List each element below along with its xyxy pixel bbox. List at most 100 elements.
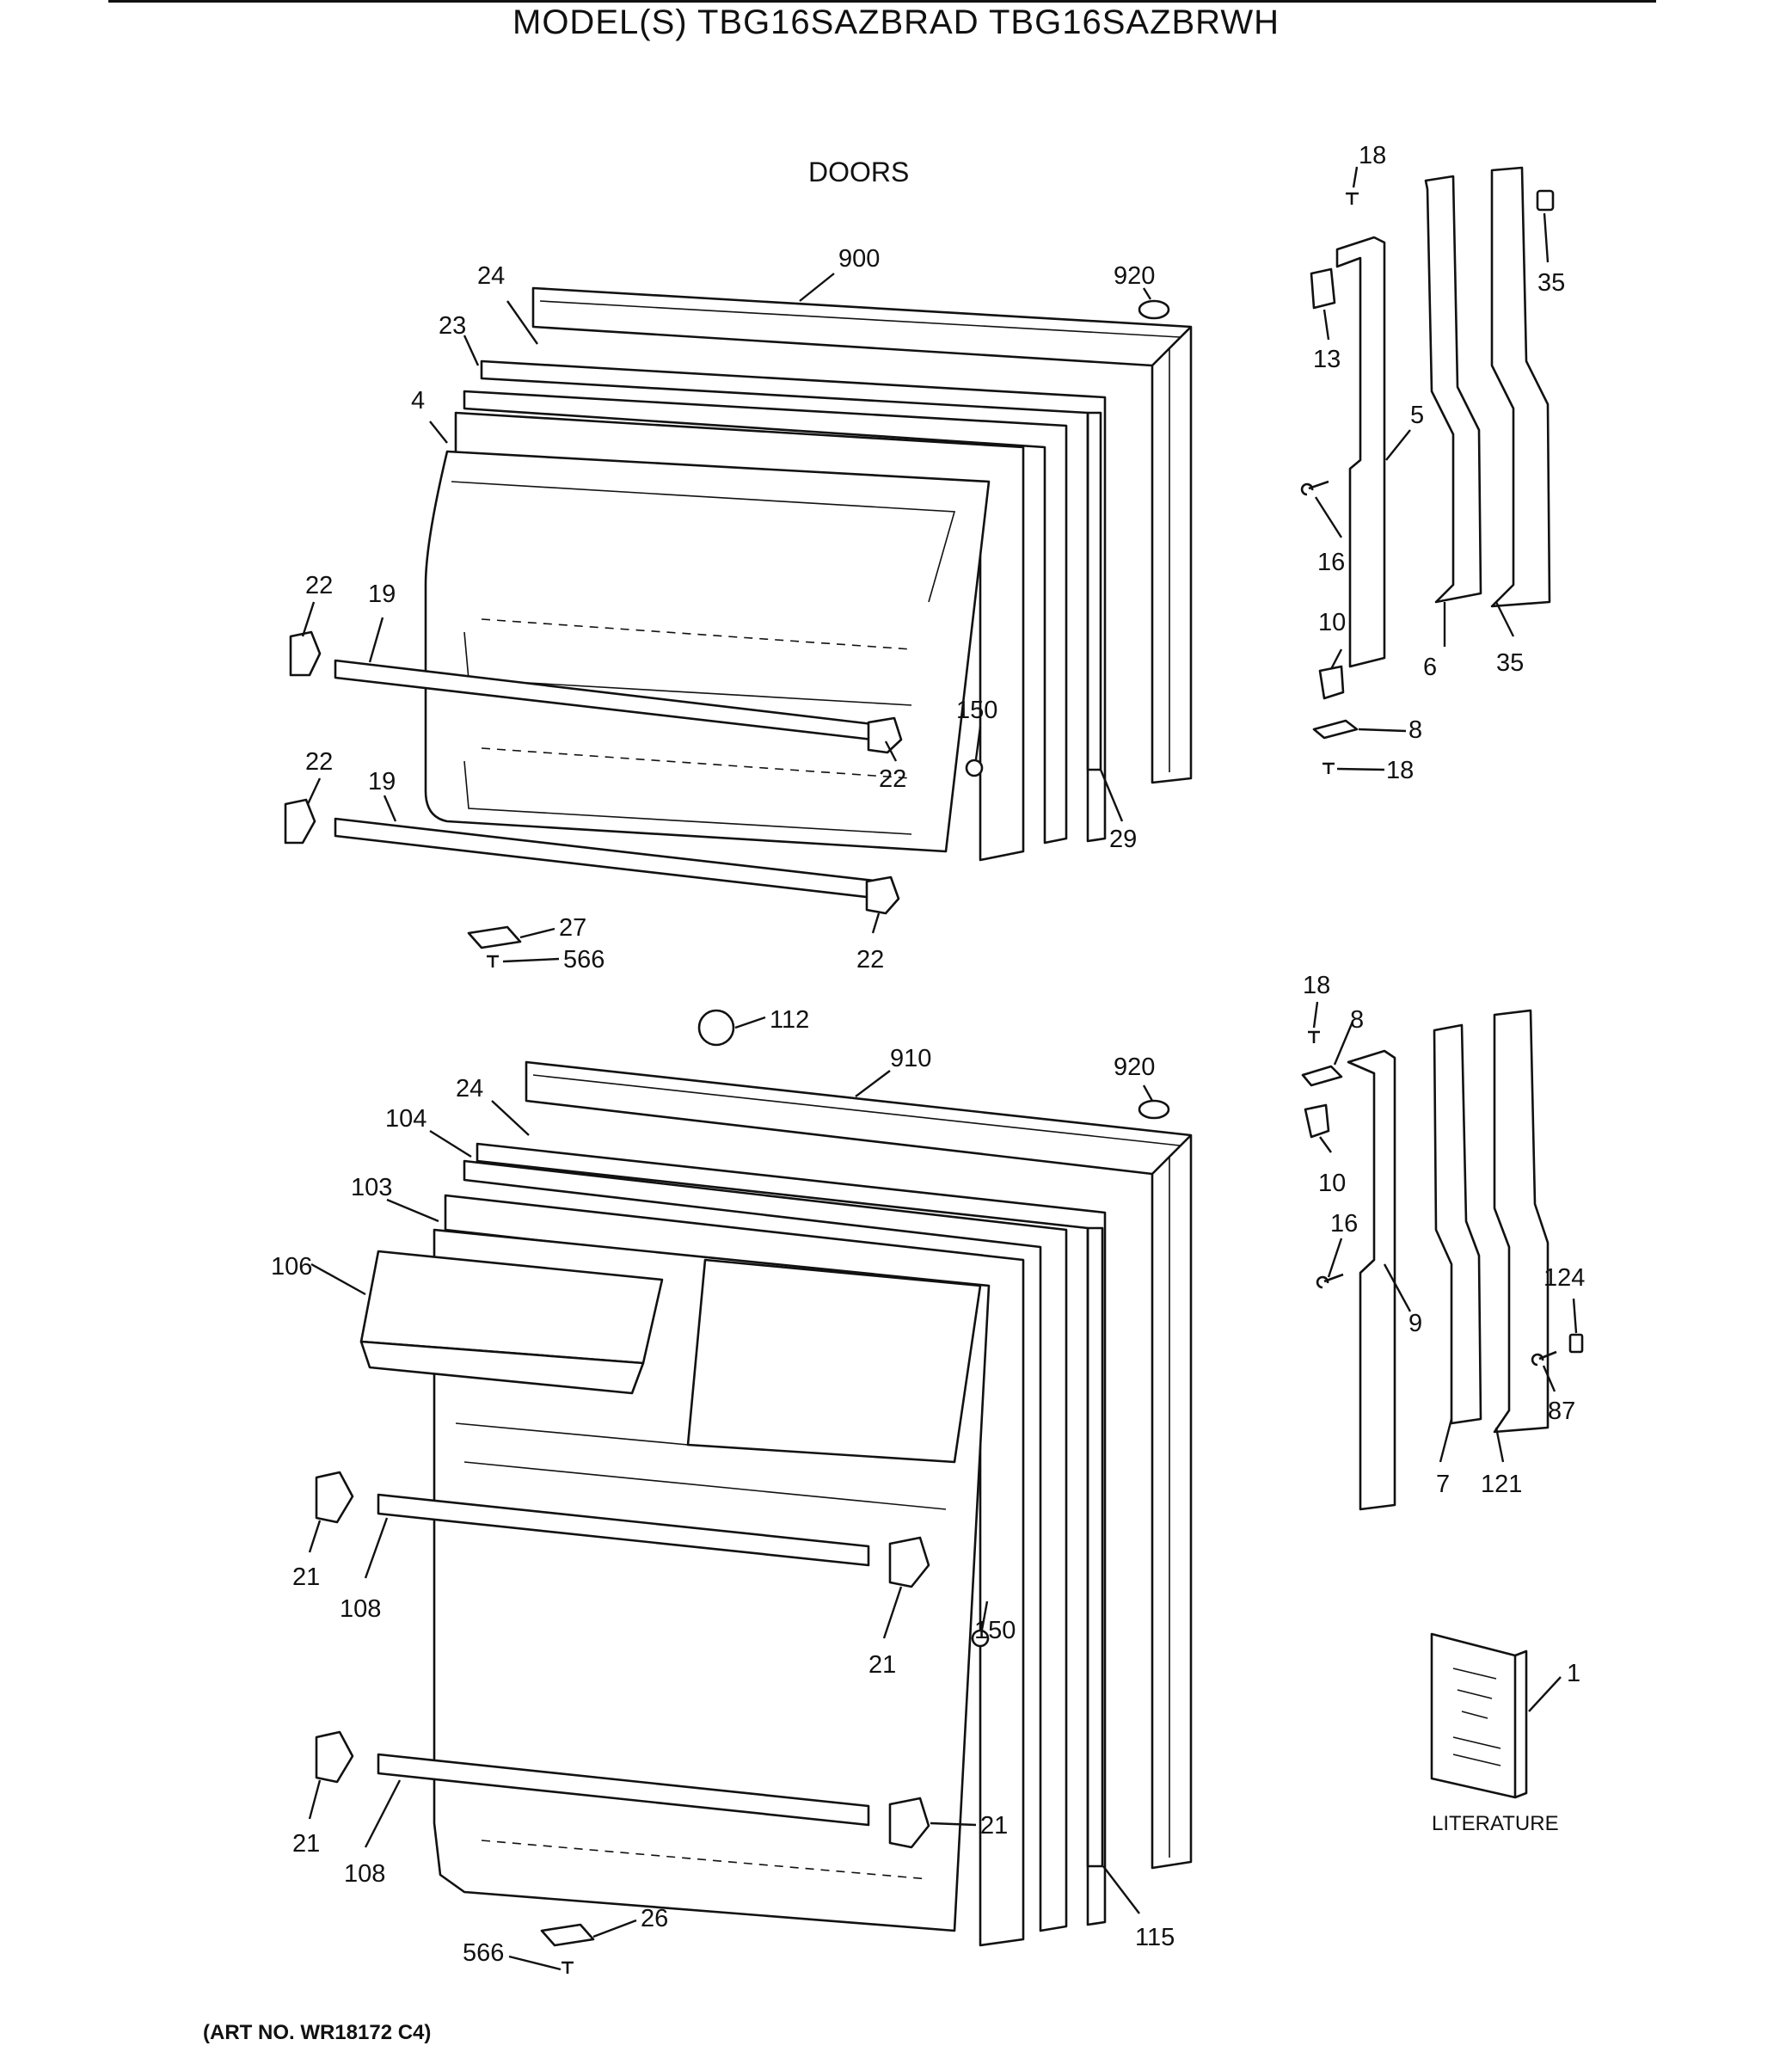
part-108-shelf-bar-upper (377, 1493, 870, 1567)
part-87-screw (1531, 1350, 1557, 1367)
callout-27: 27 (559, 914, 586, 942)
part-21-bracket-upper-right (888, 1536, 930, 1588)
part-108-shelf-bar-lower (377, 1753, 870, 1827)
part-9-handle-trim (1347, 1049, 1396, 1511)
callout-22: 22 (305, 748, 333, 776)
callout-121: 121 (1481, 1471, 1522, 1498)
callout-22: 22 (879, 765, 906, 793)
part-104-liner-frame (463, 1159, 1068, 1932)
callout-leaders (301, 166, 1578, 1971)
art-number: (ART NO. WR18172 C4) (203, 2021, 432, 2044)
callout-104: 104 (385, 1105, 427, 1133)
callout-16: 16 (1317, 549, 1345, 576)
title-rule (108, 0, 1656, 3)
callout-900: 900 (838, 245, 880, 273)
part-103-inner-liner (444, 1194, 1025, 1947)
callout-19: 19 (368, 580, 396, 608)
part-5-handle-trim (1335, 236, 1386, 668)
part-22-bracket-upper-right (867, 716, 903, 754)
part-566-screw-upper (487, 955, 499, 968)
callout-910: 910 (890, 1045, 931, 1072)
callout-150: 150 (974, 1617, 1016, 1644)
part-16-screw-lower (1316, 1273, 1344, 1289)
callout-8: 8 (1350, 1006, 1364, 1034)
callout-566: 566 (563, 946, 604, 974)
callout-18: 18 (1386, 757, 1414, 784)
part-112-knob (697, 1009, 735, 1047)
callout-21: 21 (292, 1563, 320, 1591)
part-8-hinge-bracket-upper (1312, 719, 1359, 740)
freezer-door-assembly (284, 286, 1193, 968)
part-10-clip-lower (1304, 1103, 1330, 1139)
fresh-food-liner-body (433, 1228, 991, 1932)
callout-21: 21 (868, 1651, 896, 1679)
callout-9: 9 (1408, 1310, 1422, 1337)
part-121-handle (1493, 1009, 1550, 1434)
callout-24: 24 (477, 262, 505, 290)
callout-22: 22 (856, 946, 884, 974)
part-23-freezer-liner-frame (463, 390, 1068, 845)
callout-24: 24 (456, 1075, 483, 1103)
part-35-handle (1490, 166, 1551, 608)
part-22-bracket-lower-right (865, 875, 900, 915)
callout-112: 112 (770, 1006, 809, 1034)
part-22-bracket-lower-left (284, 798, 316, 845)
callout-108: 108 (344, 1860, 385, 1888)
part-16-screw-upper (1300, 480, 1329, 496)
callout-87: 87 (1548, 1398, 1575, 1425)
callout-19: 19 (368, 768, 396, 796)
part-566-screw-lower (562, 1961, 574, 1974)
page-title: MODEL(S) TBG16SAZBRAD TBG16SAZBRWH (512, 3, 1280, 41)
fresh-food-door-assembly (315, 299, 1193, 1974)
part-124-clip (1568, 1333, 1584, 1354)
callout-23: 23 (439, 312, 466, 340)
part-106-dairy-door-lip (359, 1340, 645, 1395)
part-150-plug (965, 759, 984, 777)
callout-10: 10 (1318, 609, 1346, 636)
part-21-bracket-lower-left (315, 1730, 354, 1784)
callout-5: 5 (1410, 402, 1424, 429)
callout-18: 18 (1303, 972, 1330, 999)
fresh-food-handle-assembly (1301, 1009, 1584, 1511)
part-1-literature (1430, 1632, 1528, 1799)
callout-108: 108 (340, 1595, 381, 1623)
callout-124: 124 (1543, 1264, 1585, 1292)
callout-13: 13 (1313, 346, 1341, 373)
part-7-handle (1433, 1023, 1482, 1425)
upper-compartment-divider (686, 1258, 982, 1464)
callout-16: 16 (1330, 1210, 1358, 1238)
callout-10: 10 (1318, 1170, 1346, 1197)
part-18-screw-mid (1323, 762, 1335, 774)
part-24-fresh-food-gasket (476, 1142, 1107, 1926)
callout-920: 920 (1114, 1054, 1155, 1081)
part-26-hinge-cover (540, 1923, 595, 1947)
part-21-bracket-lower-right (888, 1797, 930, 1849)
callout-26: 26 (641, 1905, 668, 1932)
part-29-door-seal-strip (1086, 411, 1102, 771)
part-18-screw-lower (1308, 1030, 1320, 1043)
callout-150: 150 (956, 697, 997, 724)
part-24-freezer-gasket (480, 359, 1107, 843)
part-920-cap-upper (1138, 299, 1170, 320)
callout-1: 1 (1567, 1660, 1580, 1687)
callout-29: 29 (1109, 826, 1137, 853)
part-10-clip-upper (1318, 665, 1345, 700)
part-18-screw-upper (1346, 192, 1359, 205)
part-150-plug-lower (971, 1629, 990, 1648)
section-title: DOORS (808, 157, 910, 187)
callout-18: 18 (1359, 142, 1386, 169)
callout-21: 21 (292, 1830, 320, 1858)
literature-label: LITERATURE (1432, 1812, 1559, 1835)
callout-115: 115 (1135, 1924, 1175, 1951)
part-920-cap-lower (1138, 1099, 1170, 1120)
callout-566: 566 (463, 1939, 504, 1967)
callout-920: 920 (1114, 262, 1155, 290)
part-115-door-seal-strip (1086, 1226, 1104, 1868)
part-22-bracket-upper-left (289, 630, 322, 677)
callout-35: 35 (1496, 649, 1524, 677)
part-8-hinge-bracket-lower (1301, 1065, 1343, 1087)
part-6-handle (1424, 175, 1482, 604)
callout-labels: 18 35 900 920 24 13 23 5 4 16 22 19 10 6… (271, 142, 1585, 1967)
